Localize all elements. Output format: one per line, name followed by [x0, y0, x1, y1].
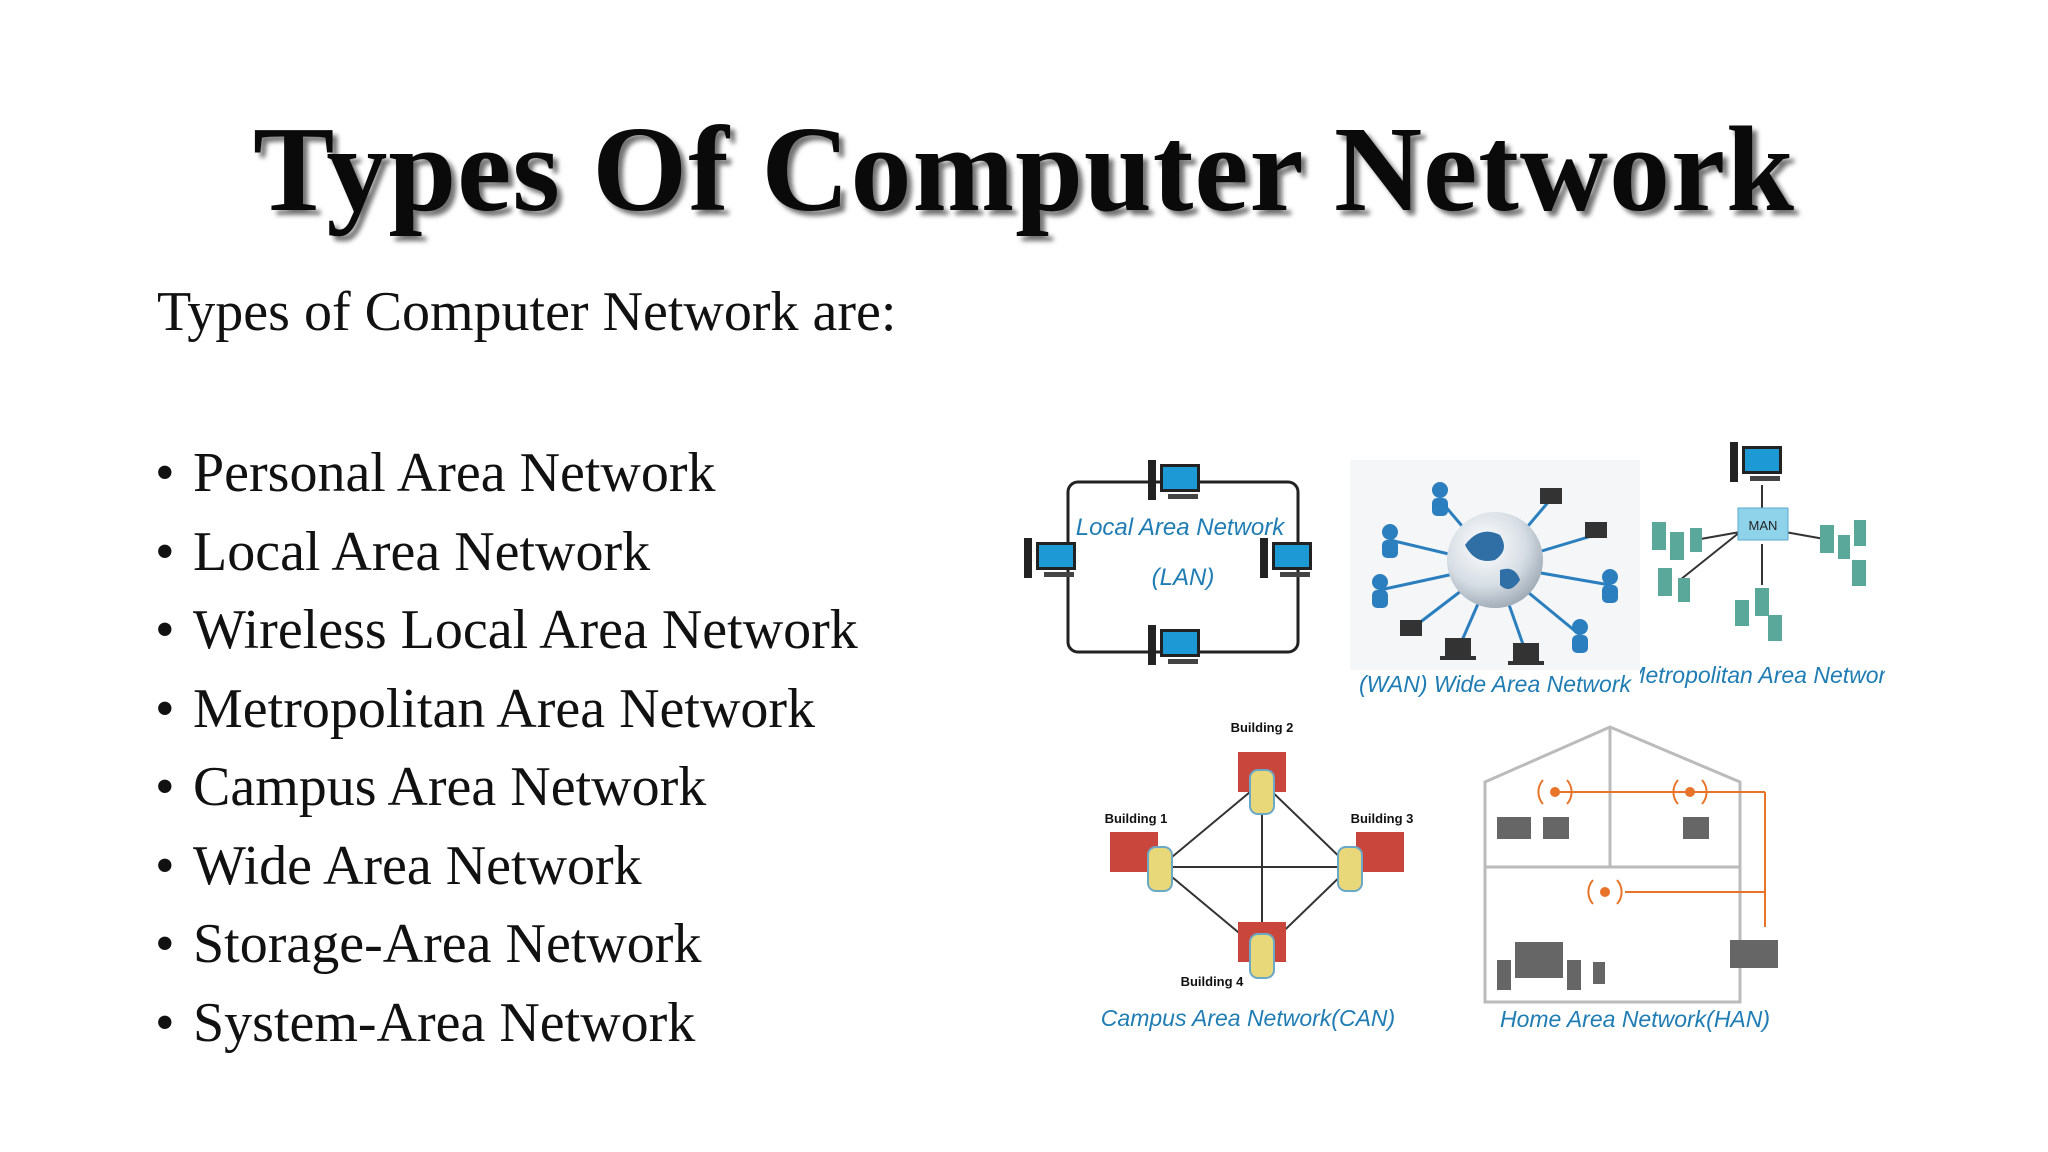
laptop-icon — [1400, 488, 1607, 665]
list-item-label: Local Area Network — [193, 520, 651, 583]
server-icon — [1147, 769, 1363, 979]
can-diagram: Building 2 Building 1 Building 3 Buildin… — [1101, 720, 1414, 1031]
building-label: Building 3 — [1351, 811, 1414, 826]
wifi-icon — [1550, 787, 1695, 897]
bullet-icon: • — [155, 677, 175, 740]
wifi-waves-icon — [1537, 779, 1708, 905]
bullet-icon: • — [155, 520, 175, 583]
bullet-icon: • — [155, 756, 175, 818]
lan-diagram: Local Area Network (LAN) — [1024, 460, 1312, 665]
network-type-list: • Personal Area Network • Local Area Netwo… — [155, 434, 858, 1062]
list-item: • System-Area Network — [155, 984, 858, 1063]
list-item-label: Campus Area Network — [193, 756, 707, 818]
man-caption: Metropolitan Area Network — [1640, 662, 1885, 688]
lan-caption-abbr: (LAN) — [1152, 564, 1215, 591]
computer-icon — [1148, 460, 1200, 500]
list-item: • Storage-Area Network — [155, 905, 858, 984]
han-diagram: Home Area Network(HAN) — [1483, 725, 1778, 1032]
can-caption: Campus Area Network(CAN) — [1101, 1005, 1395, 1031]
man-hub-label: MAN — [1749, 518, 1778, 533]
bullet-icon: • — [155, 834, 175, 897]
list-item: • Wide Area Network — [155, 827, 858, 906]
computer-icon — [1024, 538, 1076, 578]
list-item-label: System-Area Network — [193, 991, 696, 1054]
building-label: Building 2 — [1231, 720, 1294, 735]
device-icon — [1497, 817, 1778, 990]
bullet-icon: • — [155, 442, 175, 504]
computer-icon — [1730, 442, 1782, 482]
list-item: • Personal Area Network — [155, 434, 858, 513]
list-item-label: Metropolitan Area Network — [193, 677, 816, 740]
man-diagram: MAN Metropolitan Area Network — [1640, 442, 1885, 688]
bullet-icon: • — [155, 913, 175, 975]
intro-text: Types of Computer Network are: — [157, 281, 897, 343]
han-caption: Home Area Network(HAN) — [1500, 1006, 1770, 1032]
list-item-label: Storage-Area Network — [193, 913, 702, 975]
wan-caption: (WAN) Wide Area Network — [1359, 671, 1633, 697]
list-item: • Metropolitan Area Network — [155, 670, 858, 749]
bullet-icon: • — [155, 599, 175, 661]
building-label: Building 4 — [1181, 974, 1245, 989]
building-label: Building 1 — [1105, 811, 1168, 826]
list-item-label: Wireless Local Area Network — [193, 599, 858, 661]
building-icon — [1652, 520, 1866, 641]
bullet-icon: • — [155, 991, 175, 1054]
list-item: • Wireless Local Area Network — [155, 591, 858, 670]
continents-icon — [1465, 531, 1520, 589]
list-item-label: Personal Area Network — [193, 442, 716, 504]
man-hub — [1737, 507, 1789, 541]
computer-icon — [1148, 625, 1200, 665]
list-item: • Local Area Network — [155, 513, 858, 592]
user-icon — [1372, 482, 1618, 653]
list-item: • Campus Area Network — [155, 748, 858, 827]
wan-diagram: (WAN) Wide Area Network — [1350, 460, 1640, 697]
slide-title: Types Of Computer Network — [253, 102, 1795, 237]
list-item-label: Wide Area Network — [193, 834, 642, 897]
computer-icon — [1260, 538, 1312, 578]
lan-caption: Local Area Network — [1076, 514, 1287, 541]
